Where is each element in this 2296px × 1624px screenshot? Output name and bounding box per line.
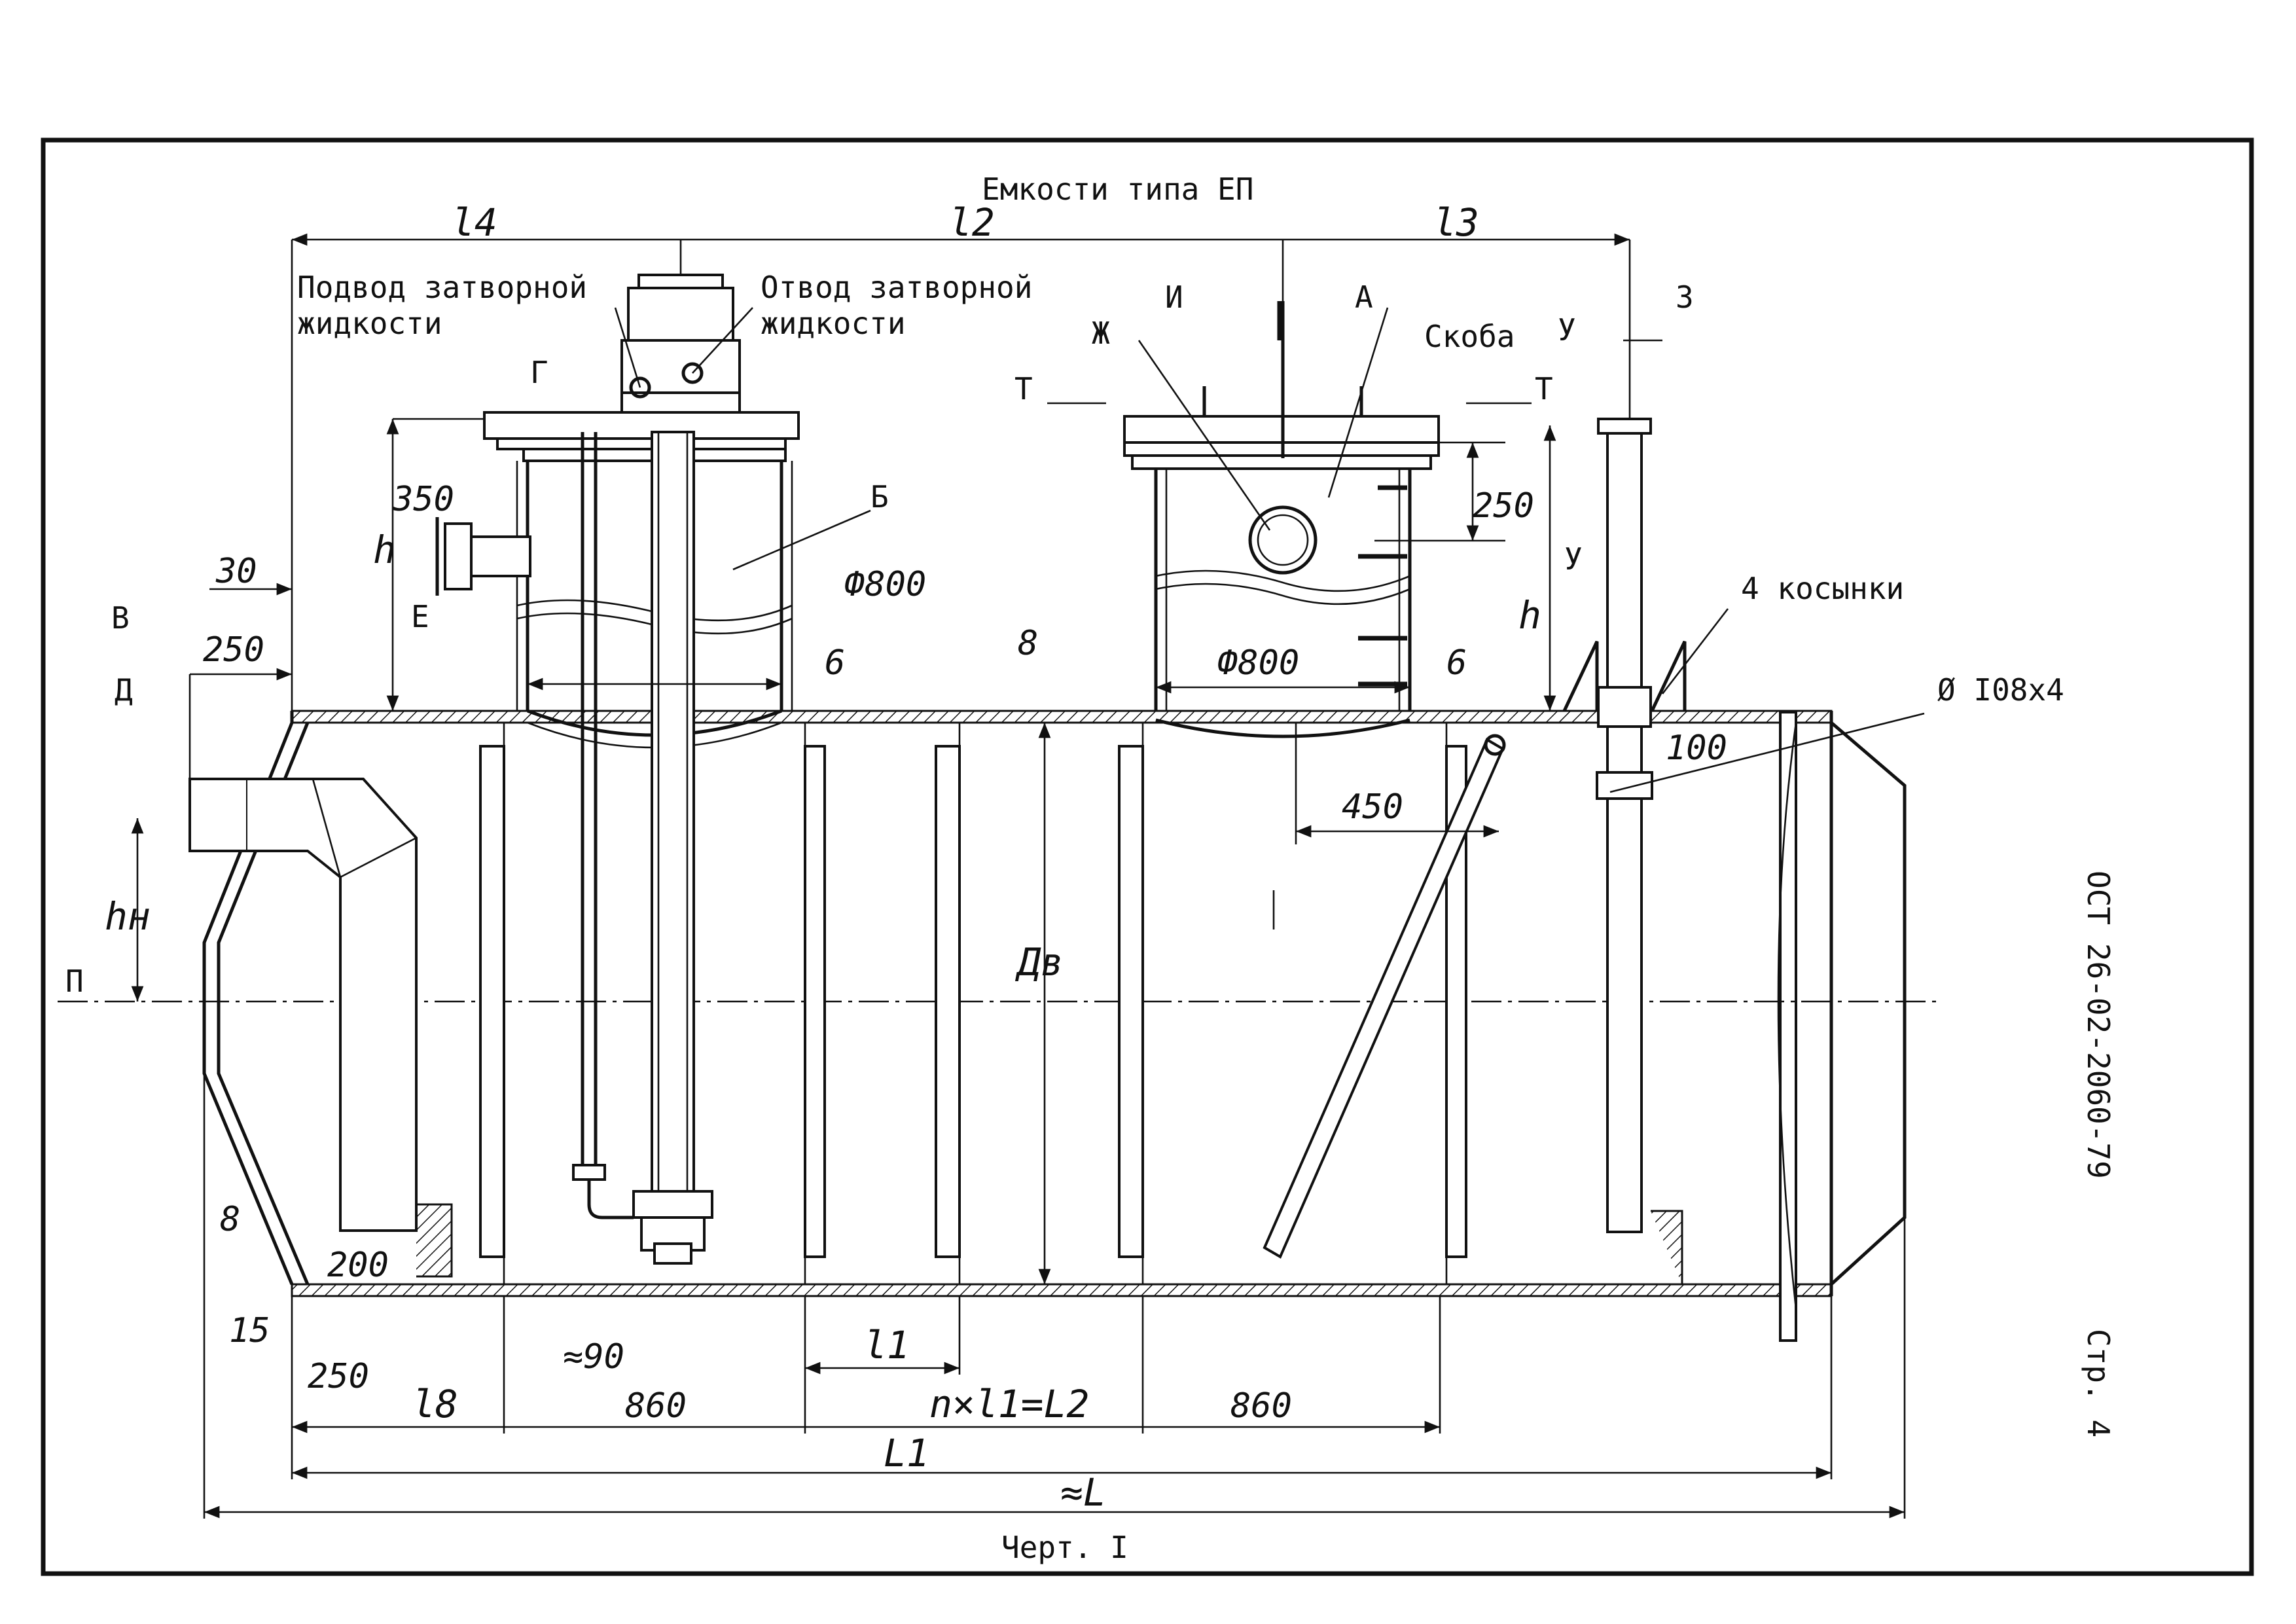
dim-phi800-right: Ф800 — [1217, 643, 1299, 683]
dim-100: 100 — [1666, 729, 1727, 768]
vessel-shell — [291, 710, 1907, 1342]
dim-200: 200 — [327, 1246, 389, 1285]
dim-dv: Дв — [1014, 940, 1064, 984]
dim-hn: hн — [105, 894, 151, 939]
marker-zh: Ж — [1092, 316, 1110, 351]
callout-bracket: Скоба — [1424, 319, 1515, 354]
dim-350: 350 — [392, 480, 454, 519]
dimension-lines — [131, 233, 1925, 1519]
dim-n-l1-L2: n×l1=L2 — [929, 1382, 1089, 1426]
callout-seal-drain-line2: жидкости — [761, 306, 906, 341]
callout-seal-supply-line1: Подвод затворной — [297, 270, 587, 305]
marker-b: Б — [870, 479, 889, 514]
callout-seal-drain-line1: Отвод затворной — [761, 270, 1032, 305]
dim-6-left: 6 — [825, 643, 845, 683]
marker-g: Г — [530, 355, 548, 390]
marker-a: А — [1355, 280, 1373, 315]
dim-8-shell: 8 — [1018, 624, 1038, 663]
dim-250-left: 250 — [203, 630, 264, 670]
marker-t-right: Т — [1535, 371, 1553, 406]
standard-number: ОСТ 26-02-2060-79 — [2081, 871, 2116, 1179]
dim-l3: l3 — [1433, 200, 1479, 245]
marker-d: Д — [115, 672, 133, 708]
dim-phi800-left: Ф800 — [844, 565, 926, 604]
dim-approx90: ≈90 — [563, 1337, 624, 1377]
callout-seal-supply-line2: жидкости — [297, 306, 442, 341]
marker-u-top: У — [1558, 312, 1576, 348]
dim-h-left: h — [373, 528, 396, 572]
vertical-nozzle — [1562, 418, 1687, 1284]
page-number: Стр. 4 — [2081, 1329, 2116, 1437]
drawing-frame — [41, 137, 2254, 1576]
dim-8-cone: 8 — [220, 1200, 240, 1239]
dim-h-right: h — [1518, 593, 1541, 638]
dim-250-bottom: 250 — [308, 1357, 369, 1396]
marker-u-bottom: У — [1564, 541, 1583, 577]
dim-15: 15 — [229, 1311, 270, 1350]
marker-z: З — [1676, 280, 1694, 315]
callout-pipe: Ø I08x4 — [1937, 672, 2064, 708]
callout-gussets: 4 косынки — [1741, 571, 1904, 606]
dim-l8: l8 — [412, 1382, 458, 1426]
marker-v: В — [111, 600, 130, 636]
marker-e: Е — [411, 599, 429, 634]
dim-l2: l2 — [949, 200, 995, 245]
drawing-caption: Черт. I — [1001, 1530, 1128, 1565]
inlet-pipe — [188, 778, 453, 1278]
dim-6-right: 6 — [1446, 643, 1467, 683]
drawing-title: Емкости типа ЕП — [982, 171, 1253, 207]
marker-p: П — [65, 964, 84, 999]
dim-L1: L1 — [884, 1431, 929, 1475]
dim-30: 30 — [215, 552, 257, 591]
dim-250-top: 250 — [1473, 486, 1534, 526]
marker-i: И — [1165, 280, 1183, 315]
inclined-gauge — [1263, 734, 1506, 1259]
dim-approx-L: ≈L — [1060, 1470, 1106, 1515]
pump-column — [572, 431, 713, 1265]
left-neck — [435, 274, 800, 749]
dim-l4: l4 — [452, 200, 497, 245]
marker-t-left: Т — [1014, 371, 1033, 406]
baffles — [479, 723, 1467, 1284]
dim-860-right: 860 — [1230, 1386, 1292, 1426]
dim-450: 450 — [1342, 787, 1403, 827]
dim-860-left: 860 — [625, 1386, 687, 1426]
dim-l1: l1 — [864, 1323, 910, 1367]
